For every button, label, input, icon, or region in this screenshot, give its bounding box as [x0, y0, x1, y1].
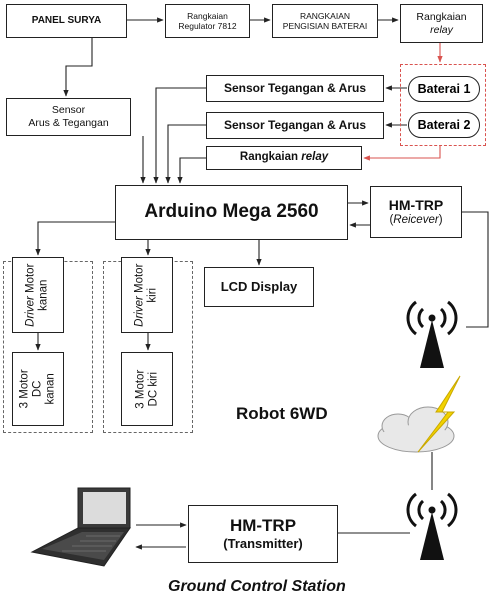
relay-top-block: Rangkaian relay: [400, 4, 483, 43]
motor-kanan-line2: DC: [31, 380, 44, 398]
hmtrp-transmitter-block: HM-TRP (Transmitter): [188, 505, 338, 563]
baterai-group: [400, 64, 486, 146]
pengisian-label-line2: PENGISIAN BATERAI: [282, 21, 368, 31]
hmtrp-receiver-sub-text: Reicever: [393, 213, 439, 226]
regulator-block: Rangkaian Regulator 7812: [165, 4, 250, 38]
driver-motor-kanan-block: Driver Motor kanan: [12, 257, 64, 333]
sensor-left-label-line1: Sensor: [51, 104, 86, 117]
driver-kiri-rest: Motor: [133, 263, 146, 293]
sensor2-label: Sensor Tegangan & Arus: [223, 118, 367, 133]
baterai-2-block: Baterai 2: [408, 112, 480, 138]
panel-surya-block: PANEL SURYA: [6, 4, 127, 38]
driver-kanan-line2: kanan: [38, 279, 50, 311]
motor-kanan-line1: 3 Motor: [18, 369, 31, 409]
ground-control-station-label: Ground Control Station: [168, 578, 346, 595]
hmtrp-receiver-block: HM-TRP (Reicever): [370, 186, 462, 238]
hmtrp-transmitter-sub: (Transmitter): [223, 536, 303, 552]
regulator-label-line2: Regulator 7812: [178, 21, 237, 31]
motor-kanan-line3: kanan: [44, 373, 57, 405]
arduino-mega-block: Arduino Mega 2560: [115, 185, 348, 240]
baterai1-label: Baterai 1: [417, 82, 471, 96]
sensor-arus-tegangan-block: Sensor Arus & Tegangan: [6, 98, 131, 136]
lcd-label: LCD Display: [220, 279, 298, 295]
motor-kiri-line2: DC kiri: [147, 371, 159, 407]
antenna-icon: [406, 492, 458, 560]
sensor1-label: Sensor Tegangan & Arus: [223, 81, 367, 96]
antenna-icon: [406, 300, 458, 368]
relay-top-label-line2: relay: [430, 23, 453, 36]
pengisian-label-line1: RANGKAIAN: [299, 10, 351, 21]
relay-mid-block: Rangkaian relay: [206, 146, 362, 170]
cloud-lightning-icon: [377, 375, 461, 453]
regulator-label-line1: Rangkaian: [187, 10, 228, 21]
sensor-tegangan-arus-1-block: Sensor Tegangan & Arus: [206, 75, 384, 102]
driver-motor-kiri-block: Driver Motor kiri: [121, 257, 173, 333]
driver-kanan-italic: Driver: [24, 295, 37, 327]
arduino-label: Arduino Mega 2560: [144, 201, 319, 223]
hmtrp-receiver-title: HM-TRP: [388, 196, 444, 213]
motor-dc-kanan-block: 3 Motor DC kanan: [12, 352, 64, 426]
driver-kiri-italic: Driver: [133, 295, 146, 327]
motor-kiri-line1: 3 Motor: [133, 369, 146, 409]
robot-6wd-label: Robot 6WD: [236, 404, 328, 423]
baterai2-label: Baterai 2: [417, 118, 471, 132]
driver-kiri-line2: kiri: [147, 287, 159, 303]
hmtrp-receiver-sub: (Reicever): [389, 213, 443, 226]
baterai-1-block: Baterai 1: [408, 76, 480, 102]
laptop-icon: [30, 487, 131, 567]
panel-surya-label: PANEL SURYA: [31, 15, 102, 26]
lcd-display-block: LCD Display: [204, 267, 314, 307]
relay-mid-italic: relay: [301, 151, 329, 164]
driver-kanan-rest: Motor: [24, 263, 37, 293]
sensor-tegangan-arus-2-block: Sensor Tegangan & Arus: [206, 112, 384, 139]
pengisian-baterai-block: RANGKAIAN PENGISIAN BATERAI: [272, 4, 378, 38]
relay-top-label-line1: Rangkaian: [416, 10, 467, 23]
sensor-left-label-line2: Arus & Tegangan: [28, 117, 109, 129]
motor-dc-kiri-block: 3 Motor DC kiri: [121, 352, 173, 426]
relay-mid-prefix: Rangkaian: [239, 151, 302, 164]
hmtrp-transmitter-title: HM-TRP: [229, 516, 297, 535]
